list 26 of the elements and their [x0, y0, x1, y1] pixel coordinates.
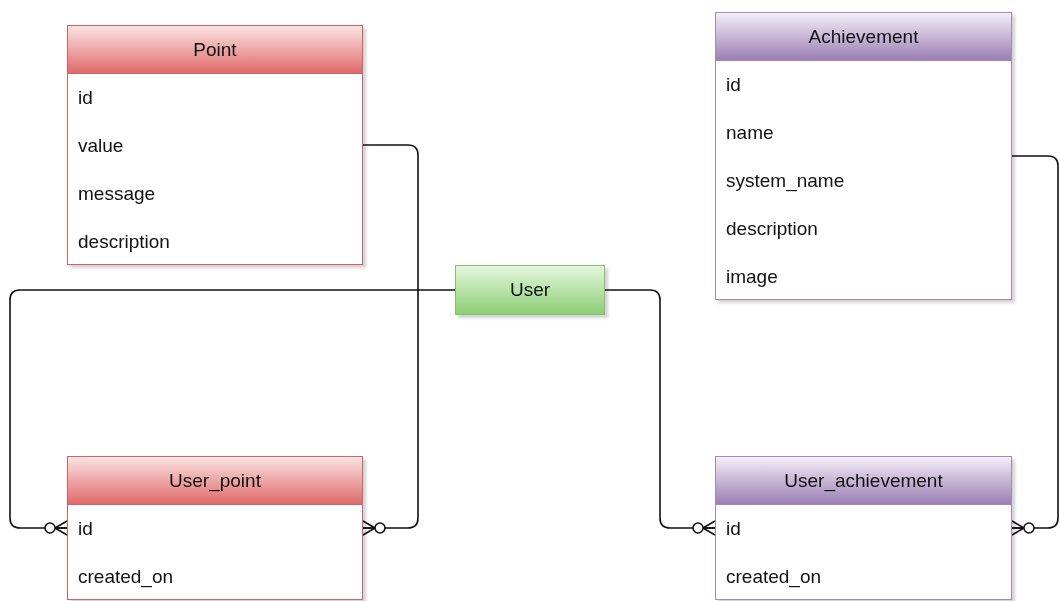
- entity-table: [67, 456, 363, 600]
- field-name: system_name: [725, 169, 846, 194]
- table-header: Point: [68, 26, 362, 74]
- field-name: id: [725, 73, 742, 97]
- table-header: User_achievement: [716, 457, 1011, 505]
- relationship-line: [1011, 155, 1059, 536]
- field-name: id: [725, 517, 742, 541]
- entity-table: [715, 456, 1012, 600]
- relationship-line: [9, 289, 456, 536]
- entity-table: [715, 12, 1012, 300]
- field-name: image: [725, 265, 779, 289]
- table-header: User_point: [68, 457, 362, 505]
- field-name: description: [77, 230, 171, 254]
- table-header: Achievement: [716, 13, 1011, 61]
- field-name: message: [77, 182, 157, 206]
- field-name: created_on: [77, 565, 175, 590]
- entity-box: User: [455, 265, 605, 315]
- field-name: id: [77, 86, 94, 110]
- field-name: id: [77, 517, 94, 541]
- field-name: name: [725, 121, 775, 145]
- field-name: created_on: [725, 565, 823, 590]
- relationship-line: [604, 289, 716, 536]
- entity-table: [67, 25, 363, 265]
- field-name: description: [725, 217, 819, 241]
- relationship-line: [362, 144, 419, 536]
- field-name: value: [77, 134, 125, 158]
